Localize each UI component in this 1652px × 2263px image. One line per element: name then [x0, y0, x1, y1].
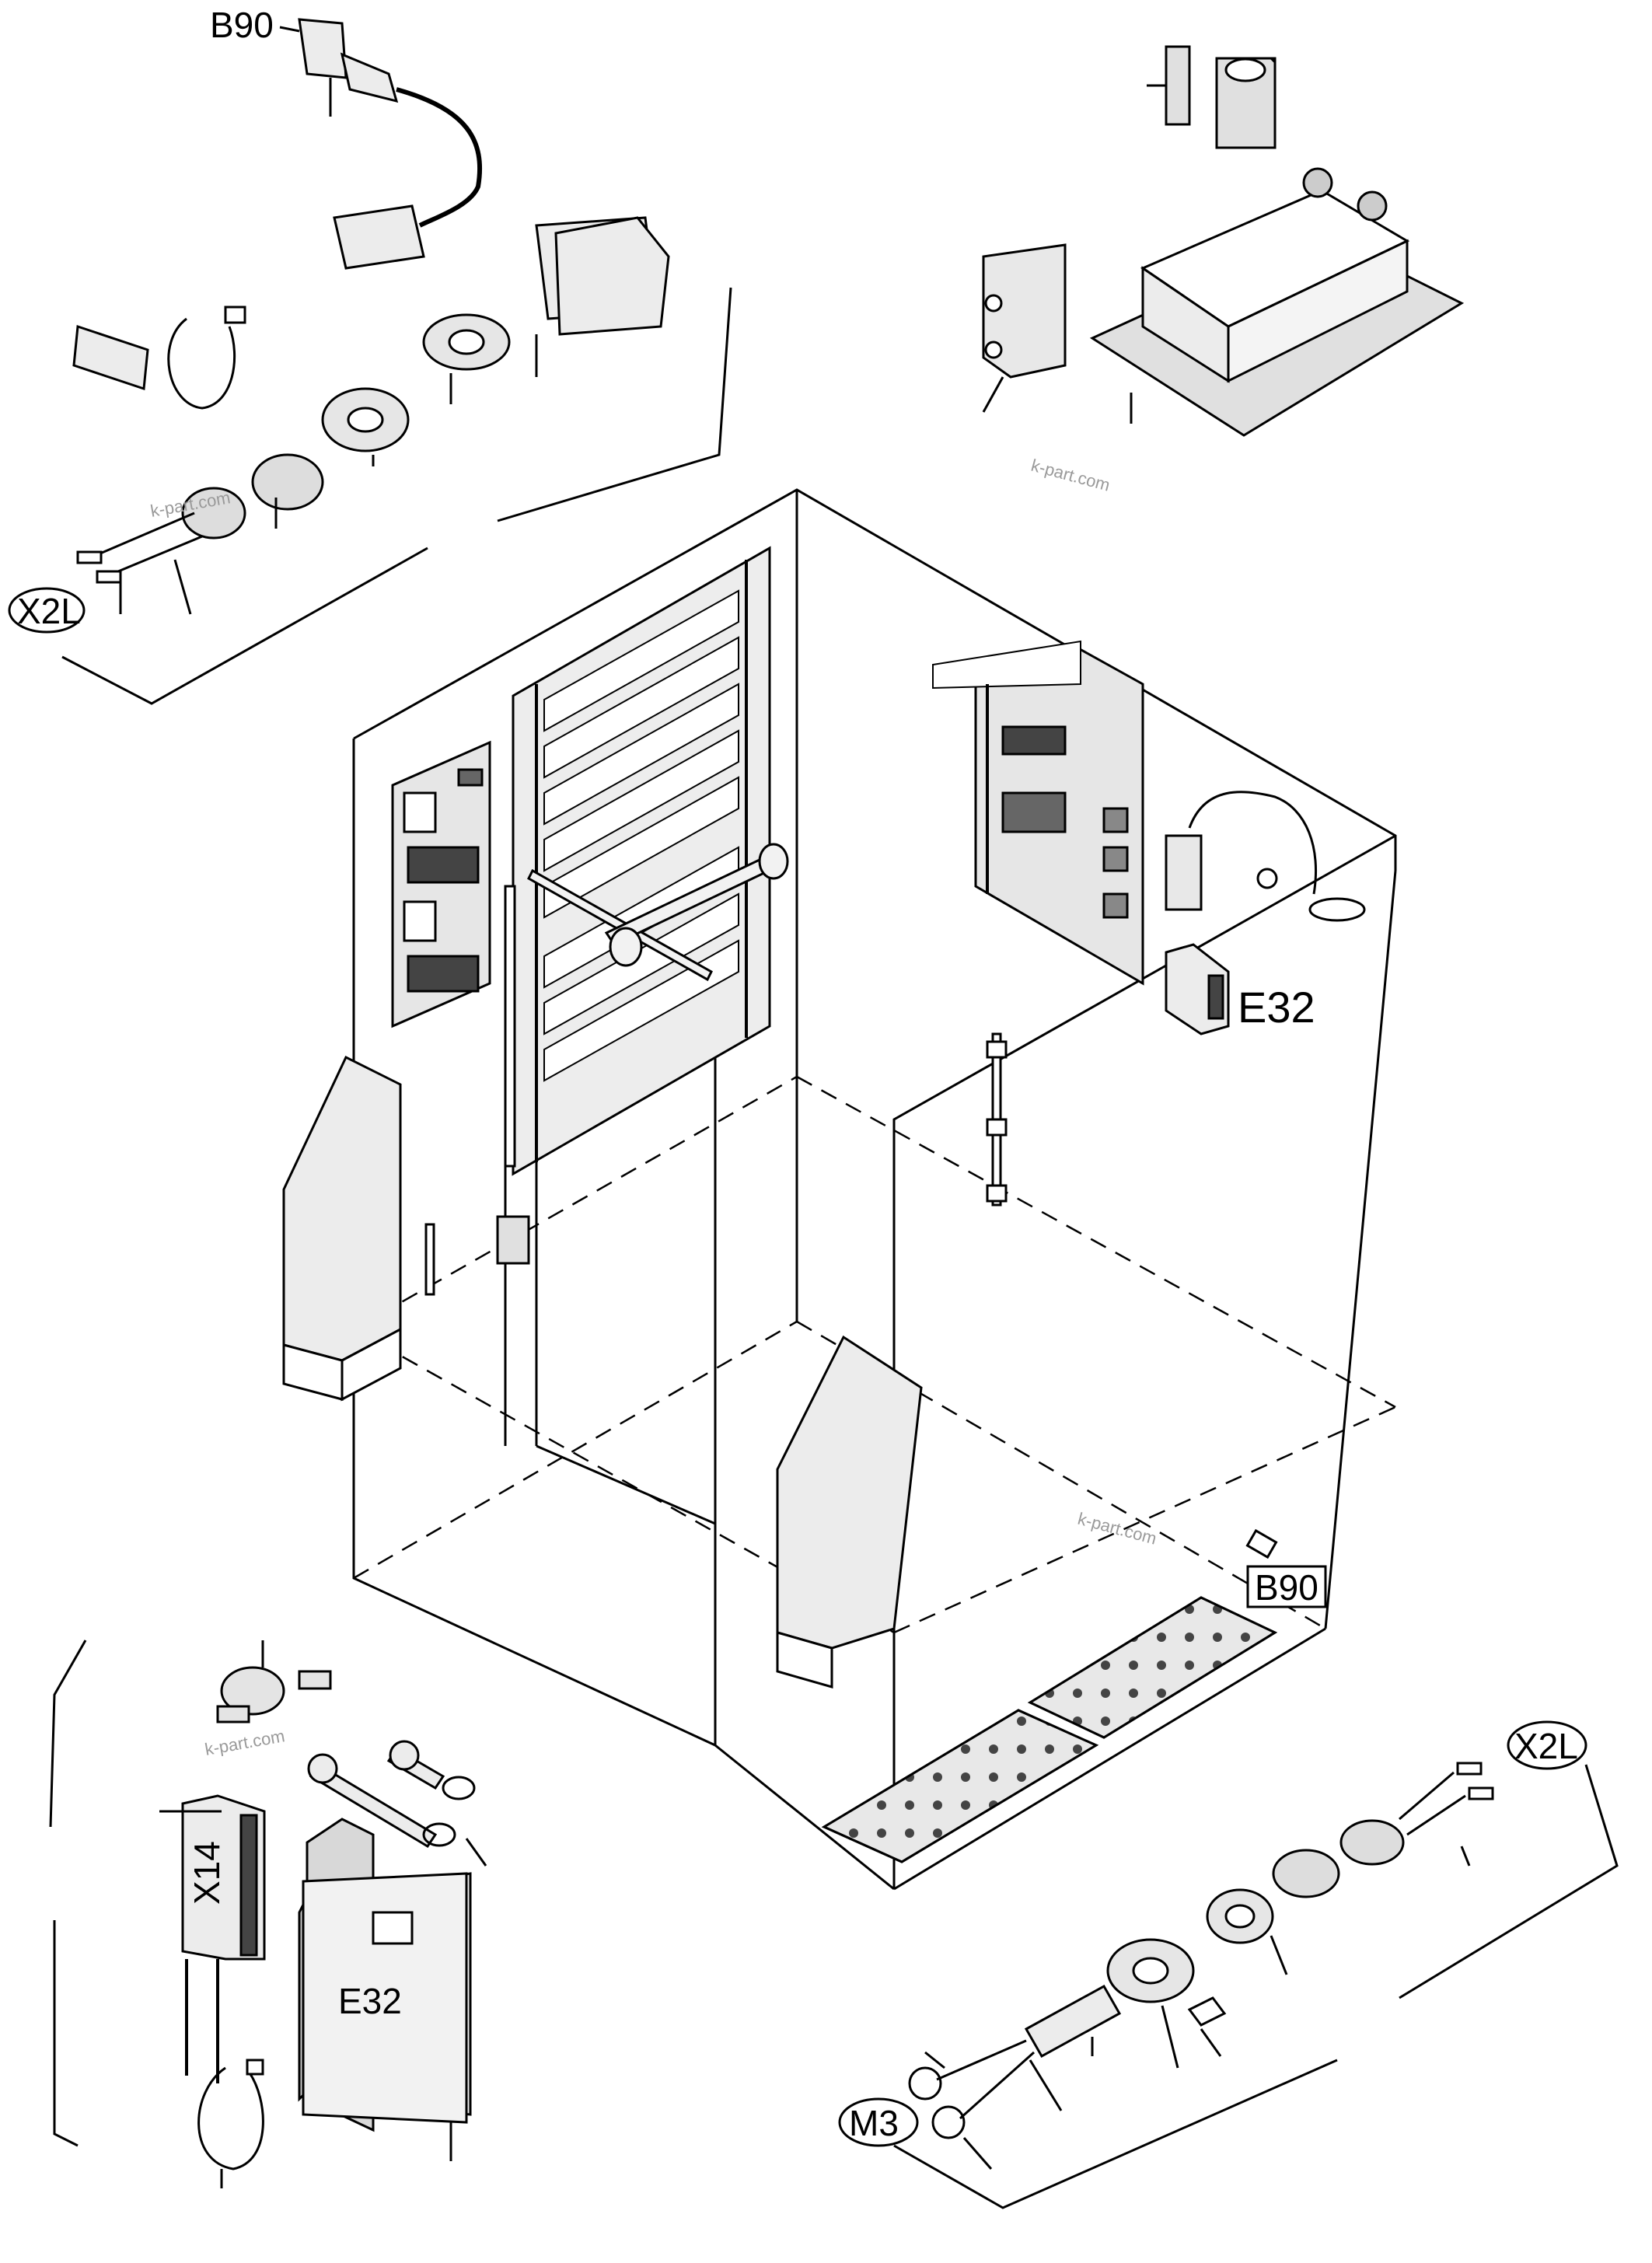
- mounting-bracket-clip: [982, 243, 1067, 379]
- wire-ends-top: [76, 512, 203, 584]
- grommet-plate-rear: [1027, 1596, 1278, 1739]
- bolt-short: [386, 1740, 445, 1790]
- spring-grommet: [181, 453, 324, 540]
- x2l-top-oval: [8, 587, 86, 634]
- spacer-small: [1165, 45, 1191, 126]
- x14-label: X14: [187, 1841, 227, 1905]
- harness-strip-right: [986, 1032, 1008, 1207]
- x2l-bottom-bracket: [1399, 1764, 1619, 1999]
- cable-tie-bottom: [197, 2059, 264, 2170]
- b90-top-label: B90: [210, 5, 274, 45]
- x2l-top-label: X2L: [17, 591, 81, 631]
- m3-bracket: [893, 2059, 1338, 2209]
- grommet-plate-front: [821, 1709, 1099, 1863]
- e32-module-label: E32: [338, 1981, 402, 2021]
- right-wall-electrical-panel: [932, 640, 1144, 986]
- pressure-switch-cable: [1165, 791, 1366, 922]
- x14-bracket-lower: [53, 1920, 79, 2147]
- harness-strip-left: [424, 885, 530, 1296]
- watermark-3: k-part.com: [1076, 1509, 1159, 1549]
- mounting-bar: [527, 843, 789, 982]
- washers: [422, 1776, 476, 1847]
- wire-ends-bottom: [1399, 1762, 1494, 1836]
- connector-housing-top: [554, 216, 670, 336]
- bottom-gland: [1106, 1938, 1195, 2003]
- cable-tie-top: [167, 306, 246, 410]
- e32-cabinet-label: E32: [1238, 983, 1315, 1032]
- b90-label-box: [1246, 1565, 1327, 1608]
- watermark-2: k-part.com: [1029, 456, 1112, 495]
- spacer-large: [1215, 57, 1277, 149]
- armrest-left: [282, 1055, 402, 1402]
- b90-boxed-label: B90: [1255, 1567, 1318, 1608]
- bottom-sleeve: [1024, 1984, 1227, 2059]
- gland-nut-2: [321, 387, 410, 452]
- x2l-top-bracket: [61, 547, 428, 705]
- fuse-relay-rack: [512, 546, 771, 1176]
- e32-module-body: [302, 1872, 468, 2124]
- x2l-bottom-oval: [1507, 1720, 1587, 1770]
- b90-floor-sensor: [1245, 1528, 1278, 1559]
- bottom-nut: [1206, 1888, 1274, 1944]
- callout-leaders: [119, 57, 1471, 2188]
- gland-nut-1: [422, 313, 511, 371]
- x14-bracket: [49, 1640, 87, 1828]
- x14-connector: [181, 1794, 266, 2083]
- x2l-top-bracket-upper: [497, 287, 732, 522]
- left-wall-electrical-panel: [391, 740, 491, 1028]
- vibration-mount: [216, 1666, 332, 1723]
- x2l-bottom-label: X2L: [1514, 1726, 1578, 1766]
- m3-oval: [838, 2097, 919, 2147]
- m3-label: M3: [849, 2103, 899, 2143]
- bottom-springs: [1272, 1819, 1405, 1898]
- cable-sleeve-top: [72, 324, 149, 391]
- armrest-right: [776, 1335, 923, 1689]
- e32-connector: [1165, 943, 1230, 1035]
- cabinet-enclosure: [352, 488, 1397, 1891]
- ring-terminals: [908, 2039, 1036, 2139]
- bolt-long: [307, 1753, 438, 1849]
- junction-box: [1089, 167, 1465, 437]
- watermark-4: k-part.com: [204, 1726, 287, 1759]
